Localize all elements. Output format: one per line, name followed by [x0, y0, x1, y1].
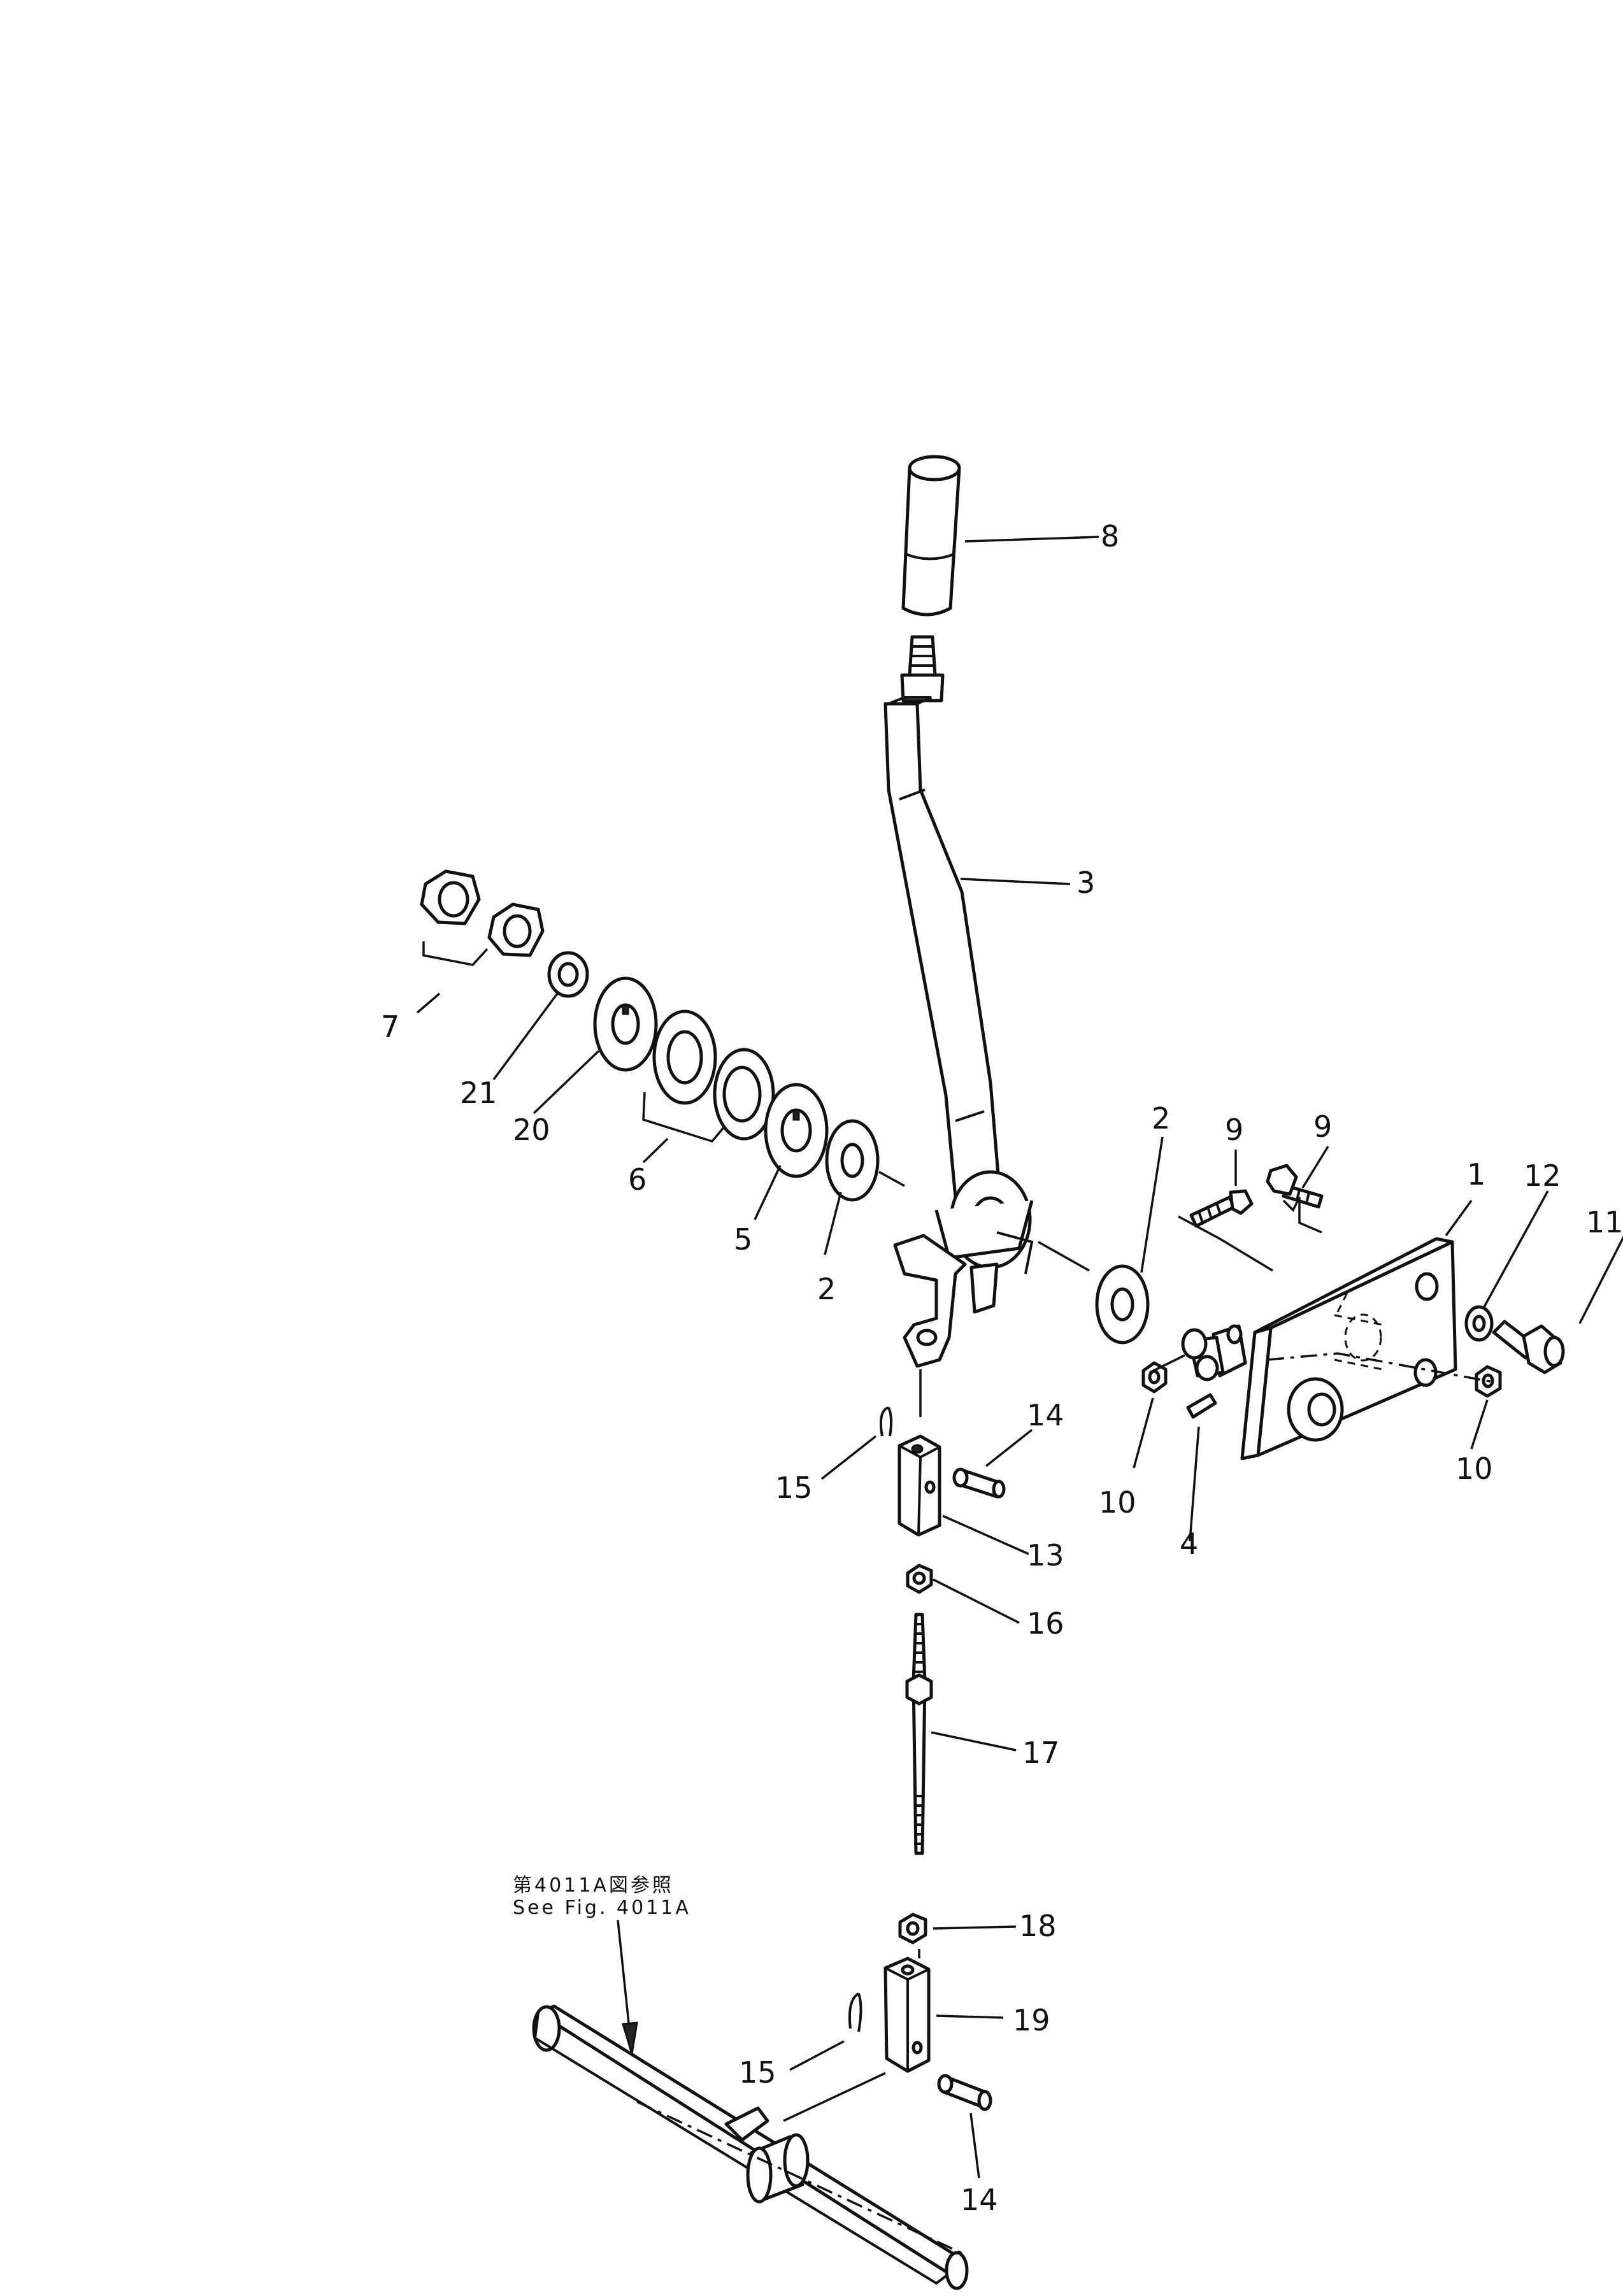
reference-note-ja: 第4011A図参照: [513, 1874, 674, 1897]
washer-right: [1095, 1264, 1150, 1344]
clevis-pin-upper: [952, 1467, 1006, 1499]
reference-note-en: See Fig. 4011A: [513, 1897, 691, 1919]
shift-shaft: [532, 2004, 969, 2290]
callout-13: 13: [1027, 1538, 1064, 1572]
callout-11: 11: [1586, 1205, 1623, 1239]
keyed-washer: [593, 976, 658, 1072]
callout-1: 1: [1467, 1157, 1485, 1192]
callout-3: 3: [1076, 866, 1095, 900]
callout-9-left: 9: [1225, 1113, 1243, 1147]
callout-7: 7: [381, 1009, 399, 1044]
callout-4: 4: [1180, 1527, 1198, 1561]
pin-4: [1186, 1393, 1217, 1419]
threaded-rod: [905, 1613, 933, 1855]
callout-9-right: 9: [1313, 1109, 1332, 1144]
callout-14-lower: 14: [961, 2183, 998, 2217]
callout-5: 5: [734, 1222, 752, 1257]
lock-nuts: [420, 869, 545, 957]
reference-note: 第4011A図参照 See Fig. 4011A: [513, 1874, 691, 1919]
bolt-b: [1266, 1164, 1324, 1209]
callout-10-left: 10: [1099, 1485, 1136, 1520]
callout-2-right: 2: [1152, 1101, 1170, 1136]
nut-10-left: [1141, 1361, 1168, 1394]
washer-left: [825, 1119, 880, 1202]
split-pin-upper: [880, 1406, 893, 1437]
bolt-11: [1492, 1320, 1565, 1374]
spring-washers: [652, 1009, 775, 1141]
callout-15-upper: 15: [775, 1471, 813, 1505]
clevis-block-upper: [897, 1434, 941, 1537]
clevis-pin-lower: [937, 2074, 992, 2111]
jam-nut-lower: [898, 1913, 927, 1944]
callout-16: 16: [1027, 1606, 1064, 1641]
callout-6: 6: [628, 1162, 647, 1197]
bracket-plate: [1181, 1237, 1457, 1460]
clevis-block-lower: [883, 1957, 931, 2073]
callout-labels: 8 3 7 21 20 6 5 2 2 9 9 1 12 11 10 10 4 …: [381, 519, 1623, 2217]
knob-grip: [901, 455, 961, 617]
plate-washer: [764, 1083, 829, 1178]
assembly-lines: [636, 1171, 1494, 2256]
callout-10-right: 10: [1455, 1451, 1493, 1486]
split-pin-lower: [848, 1992, 862, 2032]
small-washer: [547, 951, 589, 998]
washer-12: [1464, 1305, 1494, 1342]
callout-17: 17: [1022, 1736, 1060, 1770]
callout-8: 8: [1101, 519, 1119, 553]
callout-14-upper: 14: [1027, 1398, 1064, 1432]
bolt-a: [1189, 1189, 1254, 1228]
callout-20: 20: [513, 1113, 550, 1147]
shift-lever: [883, 635, 1034, 1368]
callout-15-lower: 15: [739, 2055, 776, 2090]
callout-2-left: 2: [817, 1272, 836, 1306]
leader-lines: [416, 536, 1623, 2179]
callout-12: 12: [1524, 1159, 1561, 1193]
callout-19: 19: [1013, 2003, 1050, 2037]
callout-21: 21: [460, 1076, 497, 1110]
callout-18: 18: [1019, 1909, 1057, 1943]
jam-nut-upper: [906, 1564, 933, 1594]
